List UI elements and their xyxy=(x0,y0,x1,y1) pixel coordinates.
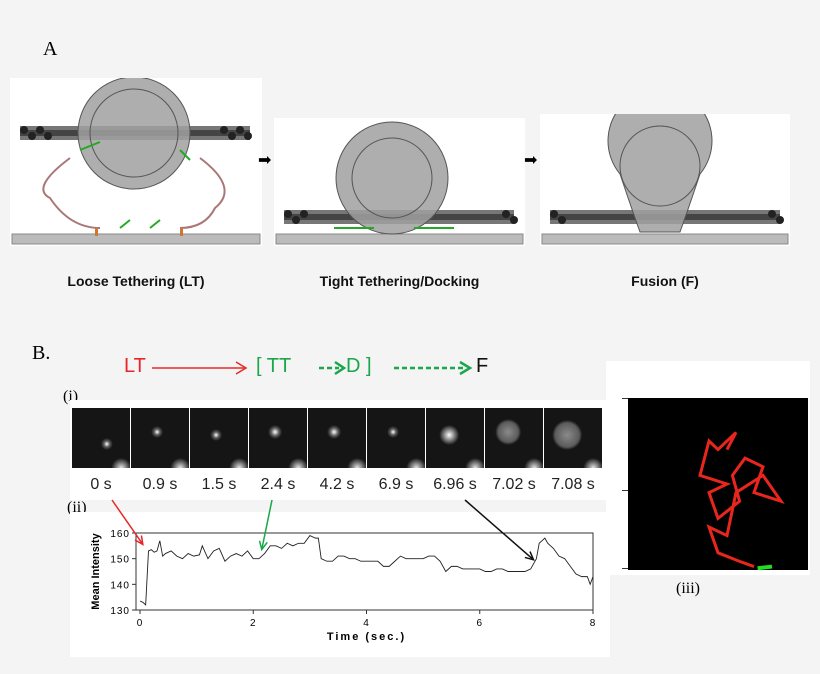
x-tick-label: 2 xyxy=(250,618,257,629)
microscopy-frame xyxy=(308,408,366,468)
stage-label-tight-tethering: Tight Tethering/Docking xyxy=(319,273,480,289)
trajectory-path xyxy=(698,431,785,568)
trajectory-plot xyxy=(628,398,808,570)
annotation-arrowhead xyxy=(258,540,268,552)
panel-a-label: A xyxy=(43,38,58,60)
frame-time-label: 7.02 s xyxy=(492,476,536,493)
annotation-arrowhead xyxy=(524,551,535,561)
scheme-tt: [ TT xyxy=(256,355,292,377)
frame-time-label: 6.9 s xyxy=(378,476,414,493)
stage-loose-tethering-diagram xyxy=(10,76,262,246)
frame-time-label: 0 s xyxy=(90,476,112,493)
stage-label-fusion: Fusion (F) xyxy=(631,273,699,289)
x-tick-label: 6 xyxy=(476,618,483,629)
x-tick-label: 4 xyxy=(363,618,370,629)
scheme-f: F xyxy=(476,355,489,377)
plot-frame xyxy=(135,532,594,611)
frame-time-label: 0.9 s xyxy=(142,476,178,493)
sub-label-iii: (iii) xyxy=(676,580,700,597)
x-tick-label: 0 xyxy=(137,618,144,629)
y-tick-label: 130 xyxy=(110,606,130,617)
trajectory-end-segment xyxy=(757,564,773,570)
panel-b-label: B. xyxy=(32,342,51,364)
frame-time-label: 2.4 s xyxy=(260,476,296,493)
frame-time-label: 1.5 s xyxy=(201,476,237,493)
microscopy-frame xyxy=(544,408,602,468)
frame-time-label: 6.96 s xyxy=(433,476,477,493)
microscopy-frame xyxy=(190,408,248,468)
trajectory-tick xyxy=(622,490,628,491)
microscopy-frame xyxy=(485,408,543,468)
y-axis-label: Mean Intensity xyxy=(90,532,102,609)
trajectory-tick xyxy=(622,568,628,569)
scheme: LT [ TT D ] F xyxy=(120,352,500,382)
microscopy-frame xyxy=(367,408,425,468)
annotation-arrow xyxy=(111,499,144,545)
trajectory-tick xyxy=(622,398,628,399)
y-tick-label: 150 xyxy=(110,555,130,566)
frame-time-label: 7.08 s xyxy=(551,476,595,493)
frame-time-label: 4.2 s xyxy=(319,476,355,493)
scheme-d: D ] xyxy=(346,355,372,377)
microscopy-frame xyxy=(249,408,307,468)
sub-label-ii: (ii) xyxy=(67,499,87,516)
y-tick-label: 140 xyxy=(110,580,130,591)
scheme-lt: LT xyxy=(124,355,146,377)
stage-tight-tethering-diagram xyxy=(274,118,525,246)
annotation-arrow xyxy=(261,499,273,550)
stage-label-loose-tethering: Loose Tethering (LT) xyxy=(67,273,205,289)
arrow-icon: ➡ xyxy=(258,152,272,169)
microscopy-frame xyxy=(131,408,189,468)
stage-fusion-diagram xyxy=(540,88,790,246)
intensity-series-line xyxy=(139,535,594,606)
chart-panel xyxy=(70,512,610,657)
annotation-arrowhead xyxy=(134,535,144,546)
trajectory-background xyxy=(628,398,808,570)
microscopy-frame xyxy=(426,408,484,468)
microscopy-frame xyxy=(72,408,130,468)
x-axis-label: Time (sec.) xyxy=(327,631,406,643)
arrow-icon: ➡ xyxy=(524,152,538,169)
annotation-arrow xyxy=(464,499,535,561)
x-tick-label: 8 xyxy=(590,618,597,629)
y-tick-label: 160 xyxy=(110,529,130,540)
